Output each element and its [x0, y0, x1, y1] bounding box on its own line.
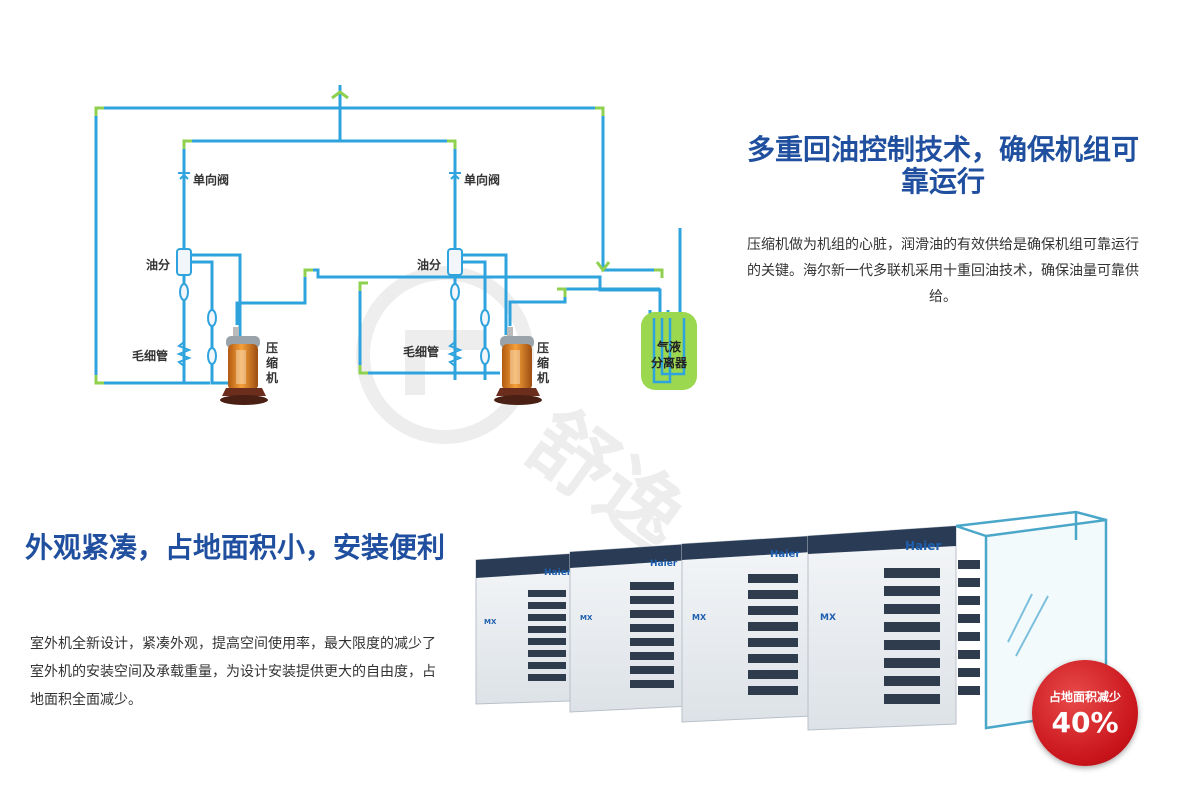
compressor-left-label: 压 缩 机 — [266, 341, 278, 385]
svg-text:机: 机 — [266, 370, 278, 385]
svg-text:Haier: Haier — [544, 568, 572, 578]
check-valve-right-label: 单向阀 — [464, 172, 500, 187]
svg-text:缩: 缩 — [266, 355, 278, 370]
section2-description: 室外机全新设计，紧凑外观，提高空间使用率，最大限度的减少了室外机的安装空间及承载… — [30, 636, 436, 708]
svg-text:MX: MX — [484, 618, 497, 626]
svg-text:MX: MX — [820, 613, 836, 623]
svg-text:MX: MX — [692, 613, 707, 622]
badge-value: 40% — [1051, 706, 1119, 739]
badge-label: 占地面积减少 — [1048, 690, 1121, 704]
check-valve-left-label: 单向阀 — [193, 172, 229, 187]
gas-liquid-separator: 气液 分离器 — [641, 312, 697, 390]
compressor-right — [494, 327, 542, 405]
svg-text:机: 机 — [537, 370, 549, 385]
outdoor-unit-2: Haier MX — [569, 543, 691, 713]
svg-text:Haier: Haier — [905, 539, 941, 553]
outdoor-unit-4: Haier MX — [807, 525, 957, 731]
svg-text:分离器: 分离器 — [651, 355, 688, 370]
svg-text:Haier: Haier — [650, 559, 678, 569]
svg-text:MX: MX — [580, 614, 593, 622]
oil-separator-left-label: 油分 — [146, 257, 170, 272]
section2-title: 外观紧凑，占地面积小，安装便利 — [24, 531, 445, 564]
outdoor-unit-1: Haier MX — [475, 551, 601, 705]
capillary-left-label: 毛细管 — [132, 348, 168, 363]
compressor-left — [220, 327, 268, 405]
svg-text:Haier: Haier — [770, 549, 800, 560]
pipe-network — [94, 85, 682, 388]
svg-text:气液: 气液 — [656, 339, 681, 354]
svg-text:舒逸: 舒逸 — [510, 391, 704, 569]
section1-title: 多重回油控制技术，确保机组可靠运行 — [746, 133, 1139, 198]
side-grille — [958, 560, 980, 695]
capillary-right-label: 毛细管 — [403, 344, 439, 359]
svg-text:压: 压 — [537, 341, 549, 355]
check-valve-icon — [178, 172, 461, 180]
svg-text:压: 压 — [266, 341, 278, 355]
oil-separator-icon — [176, 248, 463, 276]
section1-description: 压缩机做为机组的心脏，润滑油的有效供给是确保机组可靠运行的关键。海尔新一代多联机… — [747, 237, 1139, 305]
svg-text:缩: 缩 — [537, 355, 549, 370]
outdoor-unit-3: Haier MX — [681, 535, 813, 723]
capillary-icon — [176, 341, 463, 367]
oil-separator-right-label: 油分 — [417, 257, 441, 272]
reduction-badge: 占地面积减少 40% — [1032, 660, 1138, 766]
compressor-right-label: 压 缩 机 — [537, 341, 549, 385]
pipe-junctions — [94, 90, 664, 385]
inline-valve-icons — [179, 283, 490, 365]
